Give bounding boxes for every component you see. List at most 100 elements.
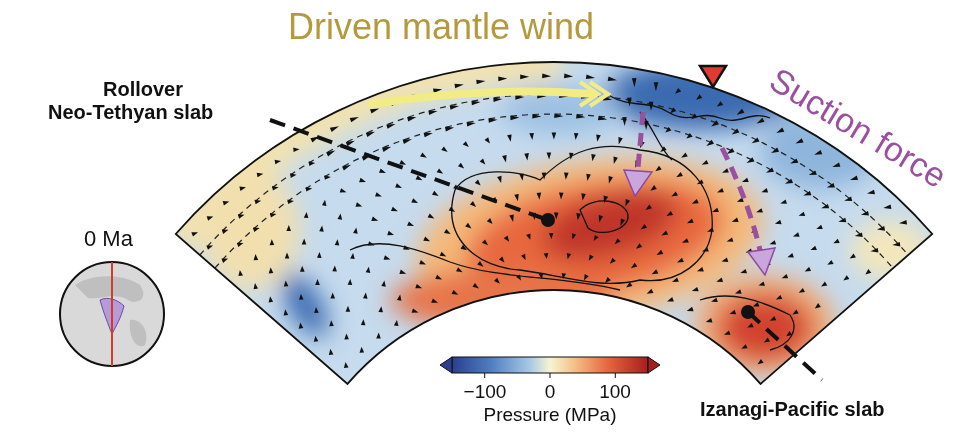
flow-arrow xyxy=(449,207,456,212)
flow-arrow xyxy=(787,253,794,257)
flow-arrow xyxy=(477,261,483,267)
flow-arrow xyxy=(431,298,438,302)
flow-arrow xyxy=(395,183,402,188)
flow-arrow xyxy=(727,148,735,154)
flow-arrow xyxy=(356,202,363,206)
flow-arrow xyxy=(671,192,678,197)
flow-arrow xyxy=(682,238,689,243)
flow-arrow xyxy=(510,116,519,121)
flow-arrow xyxy=(399,270,406,274)
flow-arrow xyxy=(605,277,611,283)
flow-arrow xyxy=(776,128,784,133)
flow-arrow xyxy=(269,296,274,302)
colorbar xyxy=(440,357,660,378)
flow-arrow xyxy=(632,78,637,87)
flow-arrow xyxy=(255,200,262,205)
flow-arrow xyxy=(315,279,320,285)
flow-arrow xyxy=(488,118,497,123)
flow-arrow xyxy=(615,238,621,244)
flow-arrow xyxy=(445,127,454,132)
flow-arrow xyxy=(275,160,282,165)
flow-arrow xyxy=(652,269,659,274)
flow-arrow xyxy=(332,266,337,272)
flow-arrow xyxy=(691,114,697,120)
flow-arrow xyxy=(844,197,852,202)
flow-arrow xyxy=(706,318,713,322)
flow-arrow xyxy=(524,153,529,160)
flow-arrow xyxy=(627,98,632,107)
flow-arrow xyxy=(284,309,289,315)
flow-arrow xyxy=(520,75,529,80)
flow-arrow xyxy=(412,308,419,312)
flow-arrow xyxy=(776,295,782,300)
flow-arrow xyxy=(584,274,589,280)
flow-arrow xyxy=(586,174,591,181)
flow-arrow xyxy=(376,333,381,339)
flow-arrow xyxy=(782,274,789,278)
flow-arrow xyxy=(815,303,821,308)
flow-arrow xyxy=(440,252,447,257)
inset-globe xyxy=(60,262,164,366)
flow-arrow xyxy=(786,331,792,336)
flow-arrow xyxy=(290,173,296,178)
flow-arrow xyxy=(641,224,648,230)
tick-label: 100 xyxy=(599,381,631,403)
flow-arrow xyxy=(519,174,524,181)
flow-arrow xyxy=(544,253,549,259)
flow-arrow xyxy=(707,227,714,231)
flow-arrow xyxy=(470,201,476,207)
flow-arrow xyxy=(803,191,811,196)
slab-dot xyxy=(541,213,555,227)
flow-arrow xyxy=(329,320,334,326)
flow-arrow xyxy=(485,137,491,143)
suction-arrow xyxy=(722,148,760,250)
flow-arrow xyxy=(222,230,229,234)
flow-arrow xyxy=(821,204,829,208)
flow-arrow xyxy=(681,153,688,158)
flow-arrow xyxy=(861,211,869,216)
flow-arrow xyxy=(346,141,355,147)
flow-arrow xyxy=(667,297,674,302)
flow-arrow xyxy=(687,219,694,224)
flow-arrow xyxy=(497,176,502,183)
flow-arrow xyxy=(350,117,359,122)
flow-arrow xyxy=(473,283,480,288)
flow-arrow xyxy=(338,214,343,220)
flow-arrow xyxy=(526,233,530,239)
flow-arrow xyxy=(239,187,246,191)
flow-arrow xyxy=(646,205,653,211)
flow-arrow xyxy=(475,180,481,186)
flow-arrow xyxy=(722,258,729,262)
flow-arrow xyxy=(254,283,259,289)
flow-arrow xyxy=(269,267,274,273)
flow-arrow xyxy=(672,277,679,282)
flow-arrow xyxy=(816,225,823,229)
flow-arrow xyxy=(272,186,279,191)
flow-arrow xyxy=(361,319,366,325)
wind-arrow xyxy=(372,92,592,104)
suction-arrow xyxy=(638,112,643,168)
flow-arrow xyxy=(644,121,649,130)
flow-arrow xyxy=(576,114,585,119)
flow-arrow xyxy=(428,111,437,116)
flow-arrow xyxy=(805,267,811,272)
flow-arrow xyxy=(564,173,569,180)
flow-arrow xyxy=(325,175,331,180)
flow-arrow xyxy=(670,108,676,114)
flow-arrow xyxy=(547,153,552,160)
pressure-field xyxy=(150,40,970,400)
flow-arrow xyxy=(532,114,541,119)
flow-arrow xyxy=(599,215,603,222)
flow-arrow xyxy=(371,217,378,221)
flow-arrow xyxy=(649,102,654,111)
flow-arrow xyxy=(647,289,654,294)
flow-arrow xyxy=(381,281,386,287)
flow-arrow xyxy=(238,270,243,276)
flow-arrow xyxy=(850,176,858,181)
flow-arrow xyxy=(386,124,395,129)
flow-arrow xyxy=(415,284,422,288)
flow-arrow xyxy=(799,212,806,216)
flow-arrow xyxy=(382,147,391,152)
flow-arrow xyxy=(304,212,309,218)
